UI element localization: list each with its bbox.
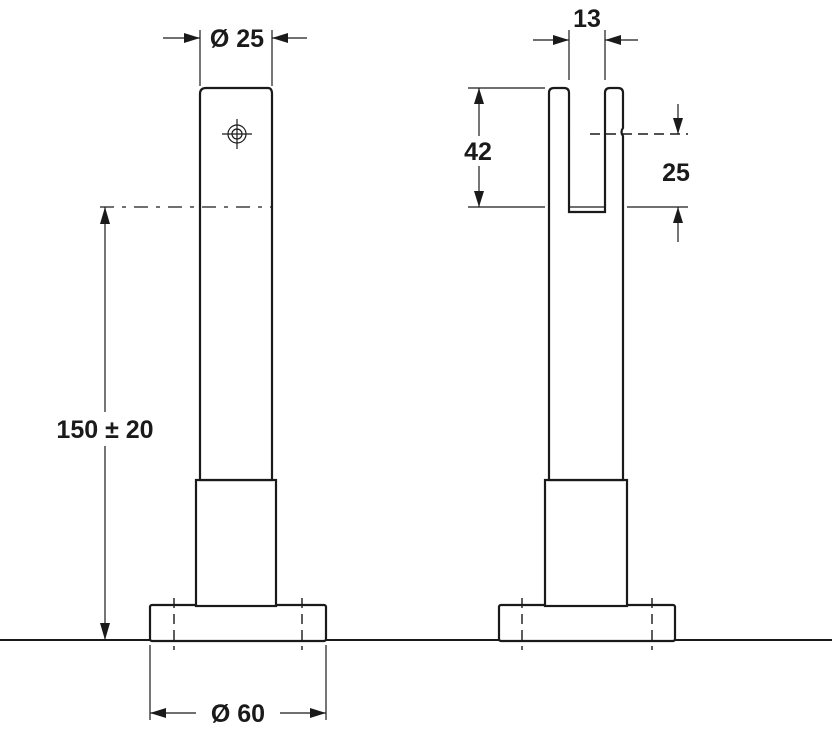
dim-slot-width: 13: [533, 5, 638, 80]
dim-label-base-diameter: Ø 60: [211, 700, 265, 728]
dim-base-diameter: Ø 60: [149, 645, 327, 728]
left-support: [100, 86, 328, 650]
dim-label-slot-width: 13: [573, 5, 601, 33]
screw-hole-icon: [222, 119, 252, 149]
dim-label-tube-diameter: Ø 25: [210, 25, 264, 53]
right-support: [497, 86, 677, 650]
dim-label-slot-depth: 42: [464, 138, 492, 166]
right-slotted-tube: [547, 86, 625, 482]
dim-height: 150 ± 20: [46, 207, 164, 640]
dim-slot-offset: 25: [590, 104, 690, 242]
dim-slot-depth: 42: [456, 87, 545, 208]
left-lower-sleeve: [194, 478, 278, 608]
dim-tube-diameter: Ø 25: [163, 25, 307, 86]
left-base-flange: [148, 603, 328, 643]
dim-label-slot-offset: 25: [662, 159, 690, 187]
right-base-flange: [497, 603, 677, 643]
right-lower-sleeve: [543, 478, 629, 608]
dim-label-height: 150 ± 20: [56, 416, 153, 444]
left-upper-tube: [198, 86, 274, 482]
